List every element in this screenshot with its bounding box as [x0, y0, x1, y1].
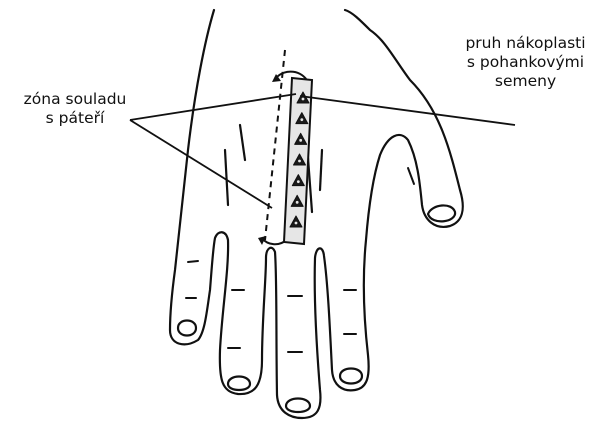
seed-highlight — [298, 160, 301, 163]
pointer-line-right — [300, 96, 515, 125]
palm-line — [240, 125, 245, 160]
palm-line — [320, 150, 322, 190]
plaster-strip-label-line-3: semeny — [448, 72, 603, 91]
nail-index — [340, 369, 362, 384]
spine-zone-label-line-1: zóna souladu — [0, 90, 150, 109]
hand-outline — [170, 10, 463, 418]
seed-highlight — [302, 98, 305, 101]
nail-little — [178, 321, 196, 336]
plaster-strip-label-line-1: pruh nákoplasti — [448, 34, 603, 53]
plaster-strip-label-line-2: s pohankovými — [448, 53, 603, 72]
pointer-line-left-lower — [130, 120, 272, 208]
palm-line — [225, 150, 228, 205]
seed-highlight — [299, 139, 302, 142]
plaster-strip-label: pruh nákoplasti s pohankovými semeny — [448, 34, 603, 91]
plaster-strip — [284, 78, 312, 244]
seed-highlight — [300, 118, 303, 121]
spine-zone-label: zóna souladu s páteří — [0, 90, 150, 128]
nail-thumb — [428, 205, 455, 221]
seed-highlight — [297, 180, 300, 183]
seed-highlight — [296, 201, 299, 204]
seed-highlight — [295, 222, 298, 225]
nail-middle — [286, 399, 310, 413]
pointer-line-left-upper — [130, 94, 296, 120]
nail-ring — [228, 377, 250, 391]
spine-zone-label-line-2: s páteří — [0, 109, 150, 128]
